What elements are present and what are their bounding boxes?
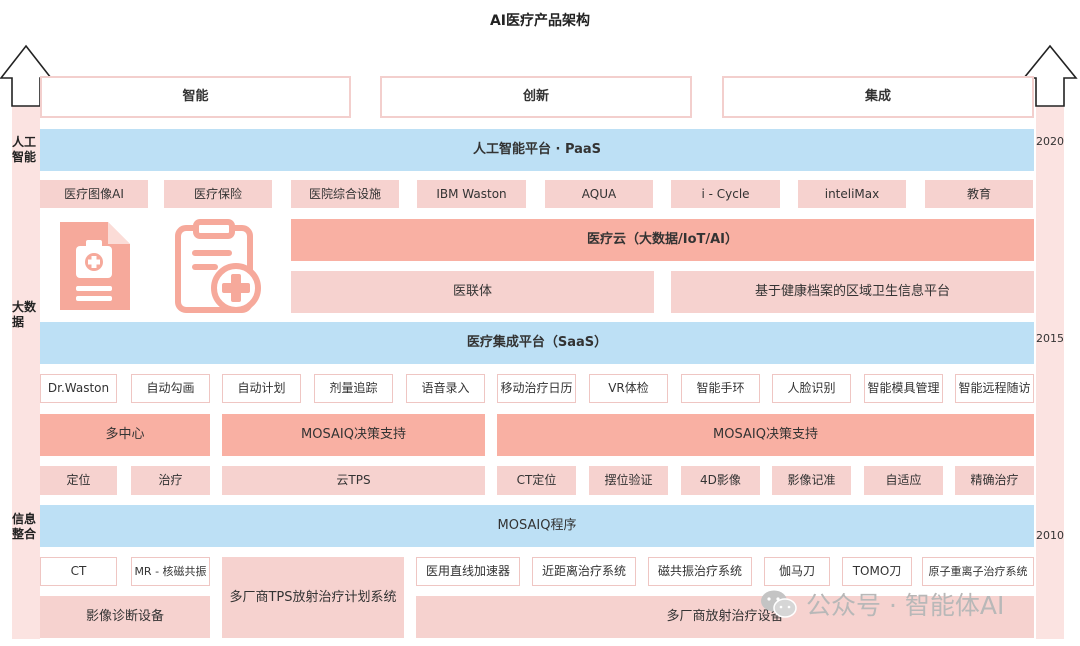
side-label-bigdata-l1: 大数 [12, 300, 37, 314]
clipboard-plus-icon [175, 219, 261, 313]
ai-app-7: inteliMax [798, 180, 906, 208]
function-treatment: 治疗 [131, 466, 210, 495]
medical-cloud-bar: 医疗云（大数据/IoT/AI） [291, 219, 1034, 261]
device-mr: MR - 核磁共振 [131, 557, 210, 586]
integration-platform-bar: 医疗集成平台（SaaS） [40, 322, 1034, 364]
ai-app-4: IBM Waston [417, 180, 526, 208]
saas-tool-9: 人脸识别 [772, 374, 851, 403]
mosaiq-decision-box-1: MOSAIQ决策支持 [222, 414, 485, 456]
device-ct: CT [40, 557, 117, 586]
wechat-icon [761, 590, 797, 618]
medical-document-icon [60, 222, 130, 310]
saas-tool-8: 智能手环 [681, 374, 760, 403]
device-linear-accelerator: 医用直线加速器 [416, 557, 520, 586]
side-label-integration-l1: 信息 [12, 512, 37, 526]
cloud-sub-alliance: 医联体 [291, 271, 654, 313]
ai-app-5: AQUA [545, 180, 653, 208]
year-2010: 2010 [1036, 529, 1064, 542]
ai-app-8: 教育 [925, 180, 1033, 208]
device-mr-therapy: 磁共振治疗系统 [648, 557, 752, 586]
saas-tool-6: 移动治疗日历 [497, 374, 576, 403]
side-label-bigdata: 大数据 [12, 300, 36, 330]
function-ct-positioning: CT定位 [497, 466, 576, 495]
year-2020: 2020 [1036, 135, 1064, 148]
function-precision-treatment: 精确治疗 [955, 466, 1034, 495]
watermark: 公众号 · 智能体AI [760, 586, 1004, 622]
ai-app-2: 医疗保险 [164, 180, 272, 208]
watermark-text: 公众号 · 智能体AI [806, 591, 1005, 620]
side-label-ai: 人工智能 [12, 135, 36, 165]
side-label-integration-l2: 整合 [12, 527, 37, 541]
ai-app-1: 医疗图像AI [40, 180, 148, 208]
function-4d-imaging: 4D影像 [681, 466, 760, 495]
saas-tool-7: VR体检 [589, 374, 668, 403]
ai-platform-bar: 人工智能平台 · PaaS [40, 129, 1034, 171]
imaging-diagnosis-equipment: 影像诊断设备 [40, 596, 210, 638]
left-arrow-icon [0, 44, 52, 639]
side-label-ai-l2: 智能 [12, 150, 37, 164]
right-arrow-icon [1022, 44, 1078, 639]
top-label-innovation: 创新 [380, 76, 692, 118]
saas-tool-2: 自动勾画 [131, 374, 210, 403]
function-setup-verification: 摆位验证 [589, 466, 668, 495]
saas-tool-10: 智能模具管理 [864, 374, 943, 403]
saas-tool-1: Dr.Waston [40, 374, 117, 403]
function-cloud-tps: 云TPS [222, 466, 485, 495]
saas-tool-4: 剂量追踪 [314, 374, 393, 403]
side-label-ai-l1: 人工 [12, 135, 37, 149]
side-label-integration: 信息整合 [12, 512, 36, 542]
saas-tool-11: 智能远程随访 [955, 374, 1034, 403]
function-adaptive: 自适应 [864, 466, 943, 495]
device-brachytherapy: 近距离治疗系统 [532, 557, 636, 586]
device-heavy-ion: 原子重离子治疗系统 [922, 557, 1034, 586]
multi-vendor-tps: 多厂商TPS放射治疗计划系统 [222, 557, 404, 638]
saas-tool-5: 语音录入 [406, 374, 485, 403]
ai-app-3: 医院综合设施 [291, 180, 399, 208]
page-title: AI医疗产品架构 [489, 13, 591, 29]
saas-tool-3: 自动计划 [222, 374, 301, 403]
multi-center-box: 多中心 [40, 414, 210, 456]
multi-vendor-radiotherapy: 多厂商放射治疗设备 [416, 596, 1034, 638]
year-2015: 2015 [1036, 332, 1064, 345]
ai-app-6: i - Cycle [671, 180, 780, 208]
top-label-integration: 集成 [722, 76, 1034, 118]
device-tomo-knife: TOMO刀 [842, 557, 912, 586]
cloud-sub-regional-platform: 基于健康档案的区域卫生信息平台 [671, 271, 1034, 313]
mosaiq-program-bar: MOSAIQ程序 [40, 505, 1034, 547]
function-positioning: 定位 [40, 466, 117, 495]
function-image-registration: 影像记准 [772, 466, 851, 495]
device-gamma-knife: 伽马刀 [764, 557, 830, 586]
mosaiq-decision-box-2: MOSAIQ决策支持 [497, 414, 1034, 456]
top-label-intelligence: 智能 [40, 76, 351, 118]
side-label-bigdata-l2: 据 [12, 315, 25, 329]
